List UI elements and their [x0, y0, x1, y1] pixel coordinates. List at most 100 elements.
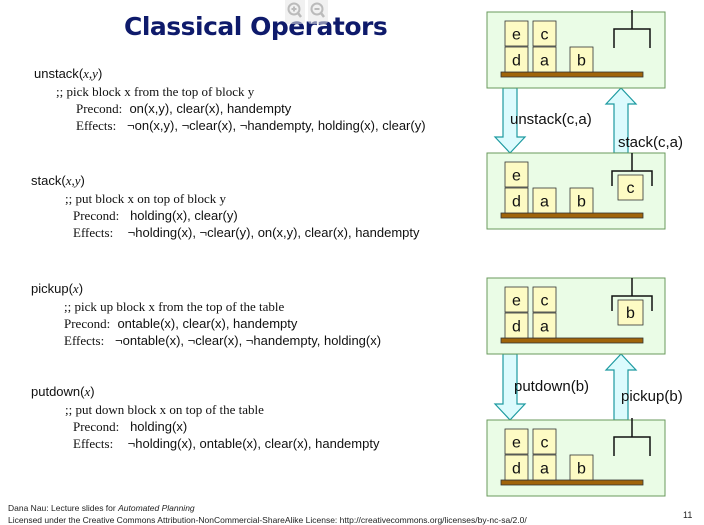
operator-precond: Precond: holding(x), clear(y) [73, 208, 420, 224]
stack-arrow [604, 87, 638, 154]
precond-label: Precond: [76, 101, 123, 116]
operator-args: x [72, 281, 79, 296]
zoom-in-icon [287, 2, 302, 18]
operator-name: pickup [31, 281, 69, 296]
gripper-icon [611, 153, 653, 186]
operator-comment: ;; pick up block x from the top of the t… [64, 299, 285, 314]
block-label: e [512, 168, 521, 185]
block-label: d [512, 53, 521, 70]
footer-license: Licensed under the Creative Commons Attr… [8, 515, 527, 525]
block-label: a [540, 319, 549, 336]
block-label: b [577, 53, 586, 70]
block-c [532, 20, 557, 47]
block-label: d [512, 194, 521, 211]
table [500, 337, 644, 344]
operator-effects: Effects: ¬holding(x), ontable(x), clear(… [73, 436, 379, 452]
operator-pickup: pickup(x) ;; pick up block x from the to… [31, 281, 381, 349]
effects-value: ¬holding(x), ¬clear(y), on(x,y), clear(x… [127, 225, 420, 240]
precond-value: ontable(x), clear(x), handempty [117, 316, 298, 331]
operator-signature: pickup(x) [31, 281, 84, 296]
footer-credit: Dana Nau: Lecture slides for Automated P… [8, 503, 195, 513]
held-block-label: b [626, 305, 635, 322]
effects-value: ¬ontable(x), ¬clear(x), ¬handempty, hold… [115, 333, 382, 348]
operator-args: x,y [65, 173, 81, 188]
block-c [532, 286, 557, 313]
block-label: c [541, 435, 549, 452]
block-label: e [512, 435, 521, 452]
gripper-icon [611, 278, 653, 311]
block-d [504, 312, 529, 339]
block-label: a [540, 194, 549, 211]
operator-comment: ;; put block x on top of block y [65, 191, 227, 206]
block-a [532, 454, 557, 481]
table [500, 212, 644, 219]
operator-unstack: unstack(x,y) ;; pick block x from the to… [34, 66, 426, 134]
effects-label: Effects: [76, 118, 117, 133]
operator-signature: stack(x,y) [31, 173, 85, 188]
effects-value: ¬on(x,y), ¬clear(x), ¬handempty, holding… [127, 118, 426, 133]
operator-precond: Precond: on(x,y), clear(x), handempty [76, 101, 426, 117]
operator-args: x [84, 384, 91, 399]
gripper-icon [613, 10, 651, 48]
precond-label: Precond: [73, 419, 120, 434]
transition-label-unstack: unstack(c,a) [510, 111, 592, 128]
block-d [504, 46, 529, 73]
transition-label-stack: stack(c,a) [618, 134, 683, 151]
precond-label: Precond: [73, 208, 120, 223]
effects-label: Effects: [64, 333, 105, 348]
table [500, 71, 644, 78]
block-label: a [540, 53, 549, 70]
operator-name: unstack [34, 66, 79, 81]
block-e [504, 428, 529, 455]
operator-precond: Precond: holding(x) [73, 419, 379, 435]
precond-value: holding(x) [130, 419, 188, 434]
zoom-out-icon [310, 2, 325, 18]
page-number: 11 [683, 510, 693, 520]
slide-title: Classical Operators [124, 12, 388, 41]
effects-value: ¬holding(x), ontable(x), clear(x), hande… [127, 436, 380, 451]
block-label: e [512, 27, 521, 44]
block-a [532, 312, 557, 339]
zoom-in-button[interactable] [285, 0, 305, 24]
footer-credit-title: Automated Planning [118, 503, 195, 513]
zoom-out-button[interactable] [308, 0, 328, 24]
putdown-arrow [493, 353, 527, 421]
operator-args: x,y [83, 66, 98, 81]
block-d [504, 454, 529, 481]
block-label: b [577, 194, 586, 211]
block-label: c [541, 293, 549, 310]
operator-name: putdown [31, 384, 81, 399]
table [500, 479, 644, 486]
block-d [504, 187, 529, 214]
gripper-icon [613, 418, 651, 456]
unstack-arrow [493, 87, 527, 154]
block-b [569, 46, 594, 73]
block-label: a [540, 461, 549, 478]
operator-effects: Effects: ¬holding(x), ¬clear(y), on(x,y)… [73, 225, 420, 241]
operator-putdown: putdown(x) ;; put down block x on top of… [31, 384, 379, 452]
block-label: b [577, 461, 586, 478]
block-label: e [512, 293, 521, 310]
effects-label: Effects: [73, 436, 114, 451]
block-a [532, 46, 557, 73]
operator-effects: Effects: ¬on(x,y), ¬clear(x), ¬handempty… [76, 118, 426, 134]
block-b [569, 454, 594, 481]
block-e [504, 20, 529, 47]
block-e [504, 286, 529, 313]
precond-value: on(x,y), clear(x), handempty [129, 101, 292, 116]
block-e [504, 161, 529, 188]
operator-precond: Precond: ontable(x), clear(x), handempty [64, 316, 381, 332]
pickup-arrow [604, 353, 638, 421]
effects-label: Effects: [73, 225, 114, 240]
precond-value: holding(x), clear(y) [130, 208, 238, 223]
operator-name: stack [31, 173, 62, 188]
operator-comment: ;; pick block x from the top of block y [56, 84, 255, 99]
block-label: d [512, 319, 521, 336]
state-panel: de a b c [486, 152, 666, 230]
precond-label: Precond: [64, 316, 111, 331]
operator-signature: putdown(x) [31, 384, 95, 399]
block-c [532, 428, 557, 455]
held-block-label: c [627, 180, 635, 197]
